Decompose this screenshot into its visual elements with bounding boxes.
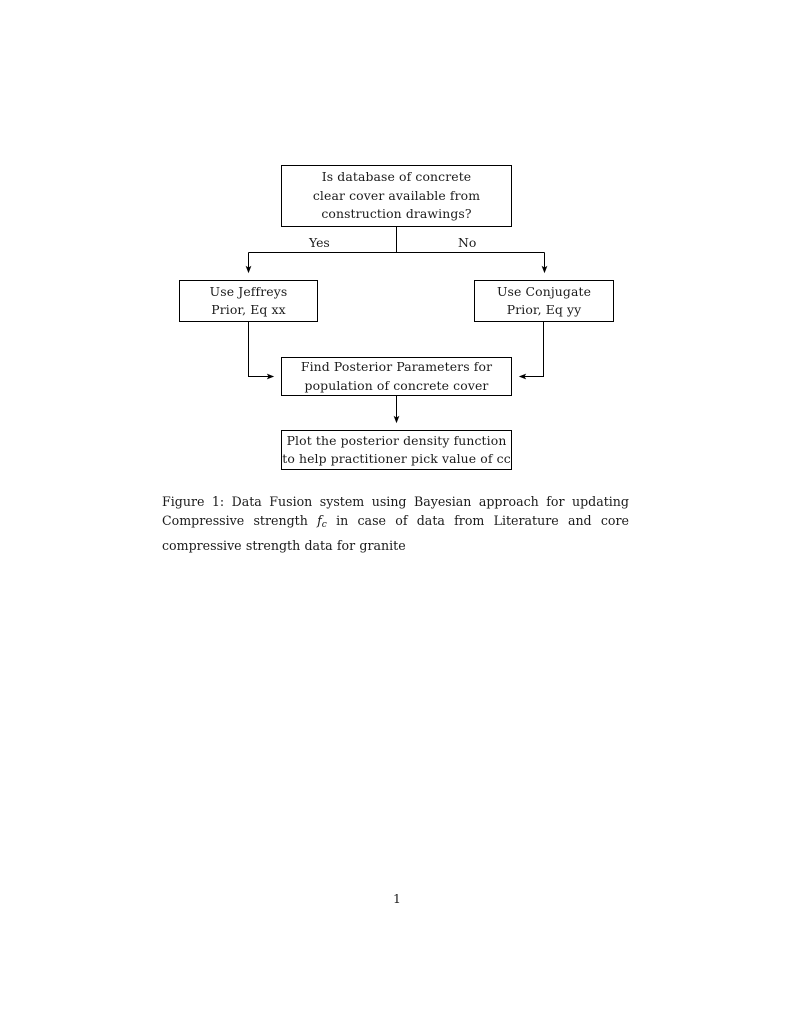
figure-caption: Figure 1: Data Fusion system using Bayes… bbox=[162, 492, 629, 555]
math-base: f bbox=[317, 513, 322, 529]
edge-label-yes: Yes bbox=[309, 235, 330, 250]
node-question-line-2: clear cover available from bbox=[312, 187, 481, 203]
node-plot-line-2: to help practitioner pick value of cc bbox=[282, 451, 511, 466]
figure-caption-text-after: in case of data from Literature and core… bbox=[162, 513, 629, 553]
figure-caption-math-symbol: fc bbox=[317, 513, 327, 531]
page-number: 1 bbox=[393, 891, 401, 906]
node-conjugate-line-1: Use Conjugate bbox=[496, 283, 592, 299]
flowchart-connectors bbox=[245, 227, 548, 424]
node-question-line-3: construction drawings? bbox=[321, 206, 472, 222]
figure-flowchart: Is database of concrete clear cover avai… bbox=[0, 0, 794, 490]
node-jeffreys-prior[interactable]: Use Jeffreys Prior, Eq xx bbox=[179, 280, 318, 322]
figure-caption-text-before: Data Fusion system using Bayesian approa… bbox=[162, 494, 629, 529]
figure-caption-label: Figure 1: bbox=[162, 494, 225, 509]
node-posterior-line-1: Find Posterior Parameters for bbox=[300, 359, 493, 374]
node-conjugate-line-2: Prior, Eq yy bbox=[506, 302, 582, 317]
node-question-line-1: Is database of concrete bbox=[321, 169, 472, 185]
edge-label-no: No bbox=[458, 235, 477, 250]
node-plot-line-1: Plot the posterior density function bbox=[286, 432, 507, 448]
connector-jeffreys-to-posterior bbox=[247, 322, 275, 380]
node-find-posterior-parameters[interactable]: Find Posterior Parameters for population… bbox=[281, 357, 512, 396]
math-subscript: c bbox=[321, 520, 327, 531]
node-plot-posterior-density[interactable]: Plot the posterior density function to h… bbox=[281, 430, 512, 470]
node-question[interactable]: Is database of concrete clear cover avai… bbox=[281, 165, 512, 227]
node-posterior-line-2: population of concrete cover bbox=[304, 377, 489, 393]
connector-conjugate-to-posterior bbox=[518, 322, 545, 380]
node-jeffreys-line-2: Prior, Eq xx bbox=[211, 302, 286, 317]
node-conjugate-prior[interactable]: Use Conjugate Prior, Eq yy bbox=[474, 280, 614, 322]
node-jeffreys-line-1: Use Jeffreys bbox=[209, 283, 288, 299]
